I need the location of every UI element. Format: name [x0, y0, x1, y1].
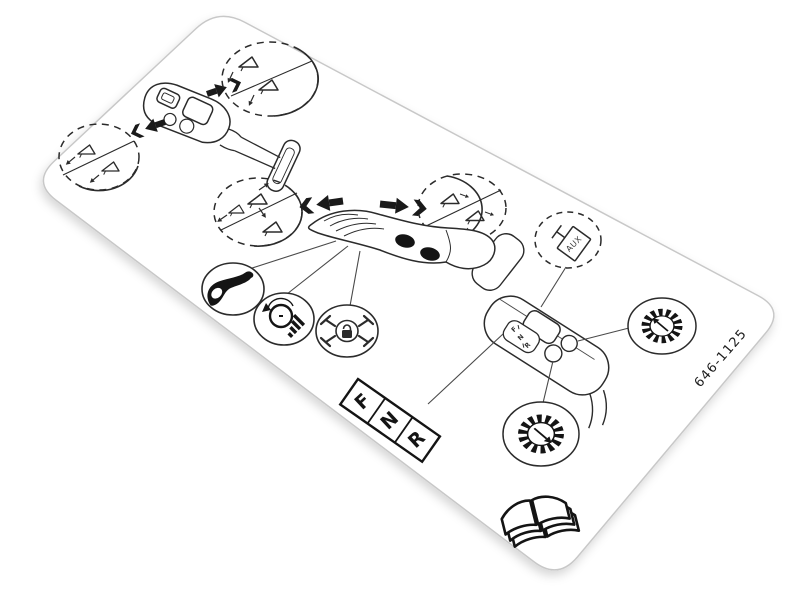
- gear-increase-icon: [627, 297, 697, 355]
- rocker-letter-f: F: [510, 325, 519, 334]
- arrow-left: [299, 195, 344, 214]
- arrow-down-left: [130, 118, 166, 139]
- panel-round-button-1: [560, 334, 578, 353]
- control-panel-pod: F N R: [483, 295, 610, 429]
- control-handle-side-view-icon: [307, 209, 525, 291]
- panel-round-button-2: [544, 344, 563, 363]
- arrow-right: [379, 197, 427, 217]
- gear-decrease-icon: [502, 401, 580, 467]
- joystick-top-view-icon: [142, 82, 301, 192]
- aux-power-port-icon: AUX: [534, 211, 602, 269]
- handle-callout-lines: [242, 240, 361, 307]
- operators-manual-book-icon: [500, 495, 581, 548]
- handle-button-2: [420, 247, 440, 261]
- differential-lock-icon: [315, 304, 379, 358]
- throttle-dial-icon: [253, 292, 315, 346]
- loader-arm-symbol-circle: [58, 123, 140, 192]
- decal-body: [42, 15, 775, 571]
- handle-button-1: [395, 234, 415, 248]
- bucket-curl-symbol-circle-left: [213, 177, 303, 247]
- bucket-tilt-symbol-circle: [221, 41, 319, 117]
- panel-fnr-rocker: [502, 320, 541, 354]
- fnr-selector: F N R: [338, 377, 442, 464]
- rocker-letter-n: N: [516, 333, 525, 343]
- panel-callout-lines: [427, 266, 630, 405]
- horn-icon: [201, 262, 265, 316]
- rocker-letter-r: R: [523, 341, 532, 350]
